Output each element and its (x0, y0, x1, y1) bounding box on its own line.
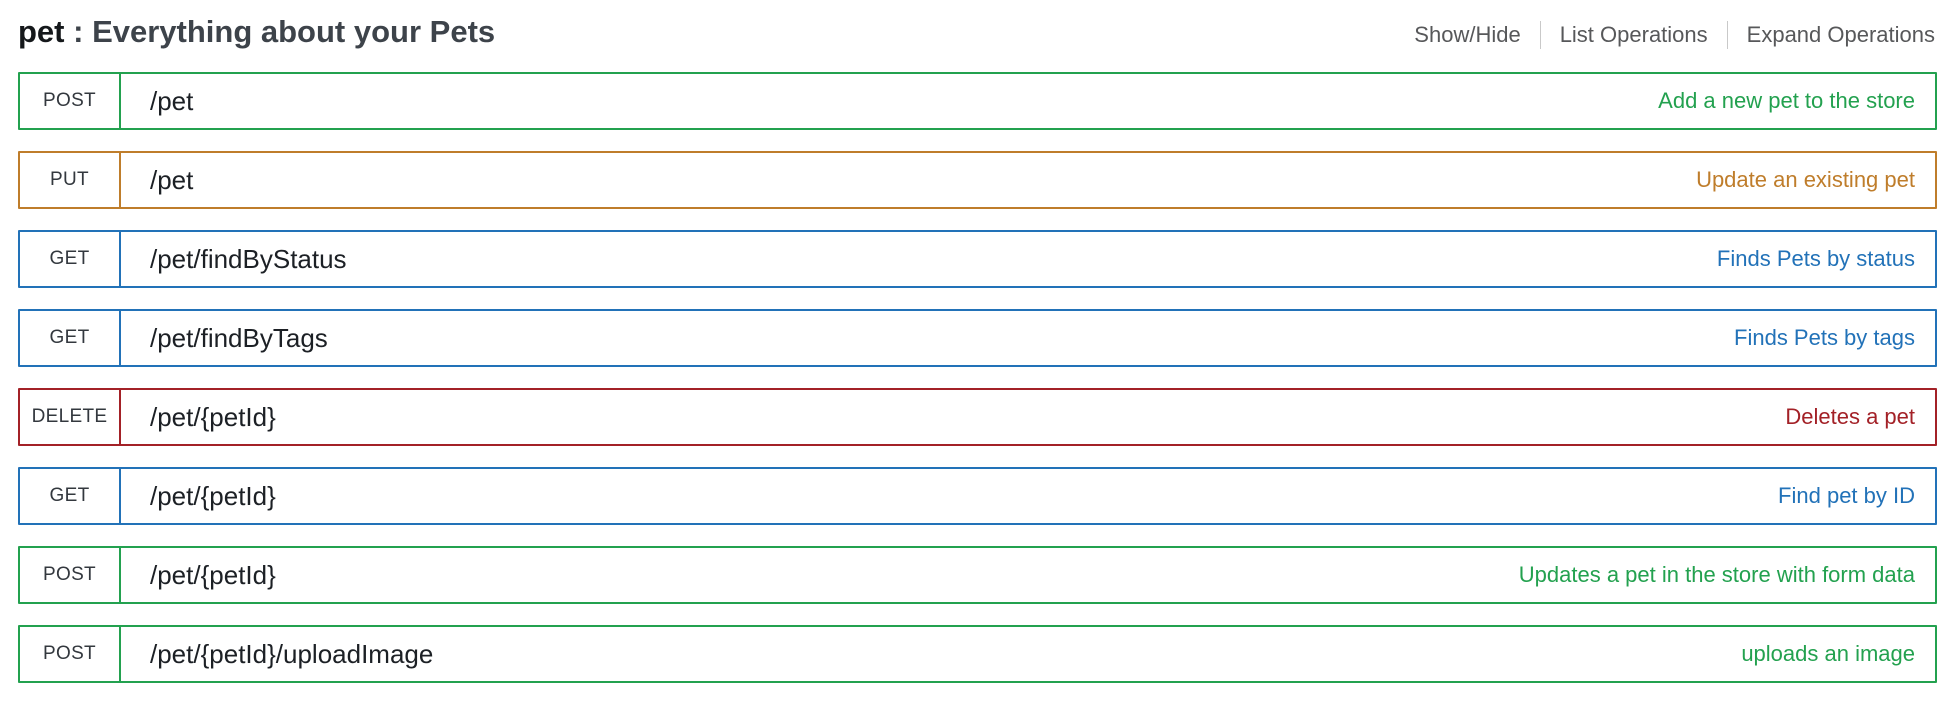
method-badge: POST (20, 74, 121, 128)
operation-summary[interactable]: Find pet by ID (1778, 483, 1915, 508)
endpoint-path[interactable]: /pet/{petId} (150, 480, 276, 511)
method-badge: POST (20, 627, 121, 681)
operation-row[interactable]: GET /pet/findByTags Finds Pets by tags (18, 309, 1937, 367)
method-badge: DELETE (20, 390, 121, 444)
operation-row[interactable]: PUT /pet Update an existing pet (18, 151, 1937, 209)
tag-description: Everything about your Pets (92, 14, 496, 49)
title-separator: : (64, 14, 93, 49)
operation-row[interactable]: GET /pet/findByStatus Finds Pets by stat… (18, 230, 1937, 288)
operation-row[interactable]: GET /pet/{petId} Find pet by ID (18, 467, 1937, 525)
operations-list: POST /pet Add a new pet to the store PUT… (18, 72, 1937, 683)
operation-summary[interactable]: Finds Pets by status (1716, 246, 1915, 271)
method-badge: GET (20, 469, 121, 523)
operation-row[interactable]: POST /pet/{petId} Updates a pet in the s… (18, 546, 1937, 604)
operation-summary[interactable]: Deletes a pet (1785, 404, 1915, 429)
list-operations-link[interactable]: List Operations (1559, 22, 1708, 47)
endpoint-path[interactable]: /pet/{petId}/uploadImage (150, 638, 434, 669)
operation-summary[interactable]: Update an existing pet (1696, 167, 1915, 192)
operation-summary[interactable]: Add a new pet to the store (1658, 88, 1915, 113)
operation-summary[interactable]: Updates a pet in the store with form dat… (1518, 562, 1915, 587)
endpoint-path[interactable]: /pet/{petId} (150, 401, 276, 432)
operation-summary[interactable]: uploads an image (1741, 641, 1915, 666)
tag-name: pet (18, 14, 65, 49)
method-badge: GET (20, 232, 121, 286)
tag-controls: Show/Hide List Operations Expand Operati… (1395, 7, 1937, 49)
endpoint-path[interactable]: /pet (150, 85, 194, 116)
link-divider (1539, 21, 1541, 49)
expand-operations-link[interactable]: Expand Operations (1746, 22, 1935, 47)
endpoint-path[interactable]: /pet/findByStatus (150, 243, 347, 274)
api-tag-section: pet : Everything about your Pets Show/Hi… (18, 6, 1937, 683)
method-badge: GET (20, 311, 121, 365)
endpoint-path[interactable]: /pet/findByTags (150, 322, 328, 353)
tag-header: pet : Everything about your Pets Show/Hi… (18, 6, 1937, 72)
operation-row[interactable]: POST /pet/{petId}/uploadImage uploads an… (18, 625, 1937, 683)
endpoint-path[interactable]: /pet (150, 164, 194, 195)
operation-summary[interactable]: Finds Pets by tags (1734, 325, 1915, 350)
endpoint-path[interactable]: /pet/{petId} (150, 559, 276, 590)
operation-row[interactable]: DELETE /pet/{petId} Deletes a pet (18, 388, 1937, 446)
method-badge: PUT (20, 153, 121, 207)
link-divider (1726, 21, 1728, 49)
method-badge: POST (20, 548, 121, 602)
operation-row[interactable]: POST /pet Add a new pet to the store (18, 72, 1937, 130)
show-hide-link[interactable]: Show/Hide (1414, 22, 1521, 47)
page-title: pet : Everything about your Pets (18, 6, 495, 50)
